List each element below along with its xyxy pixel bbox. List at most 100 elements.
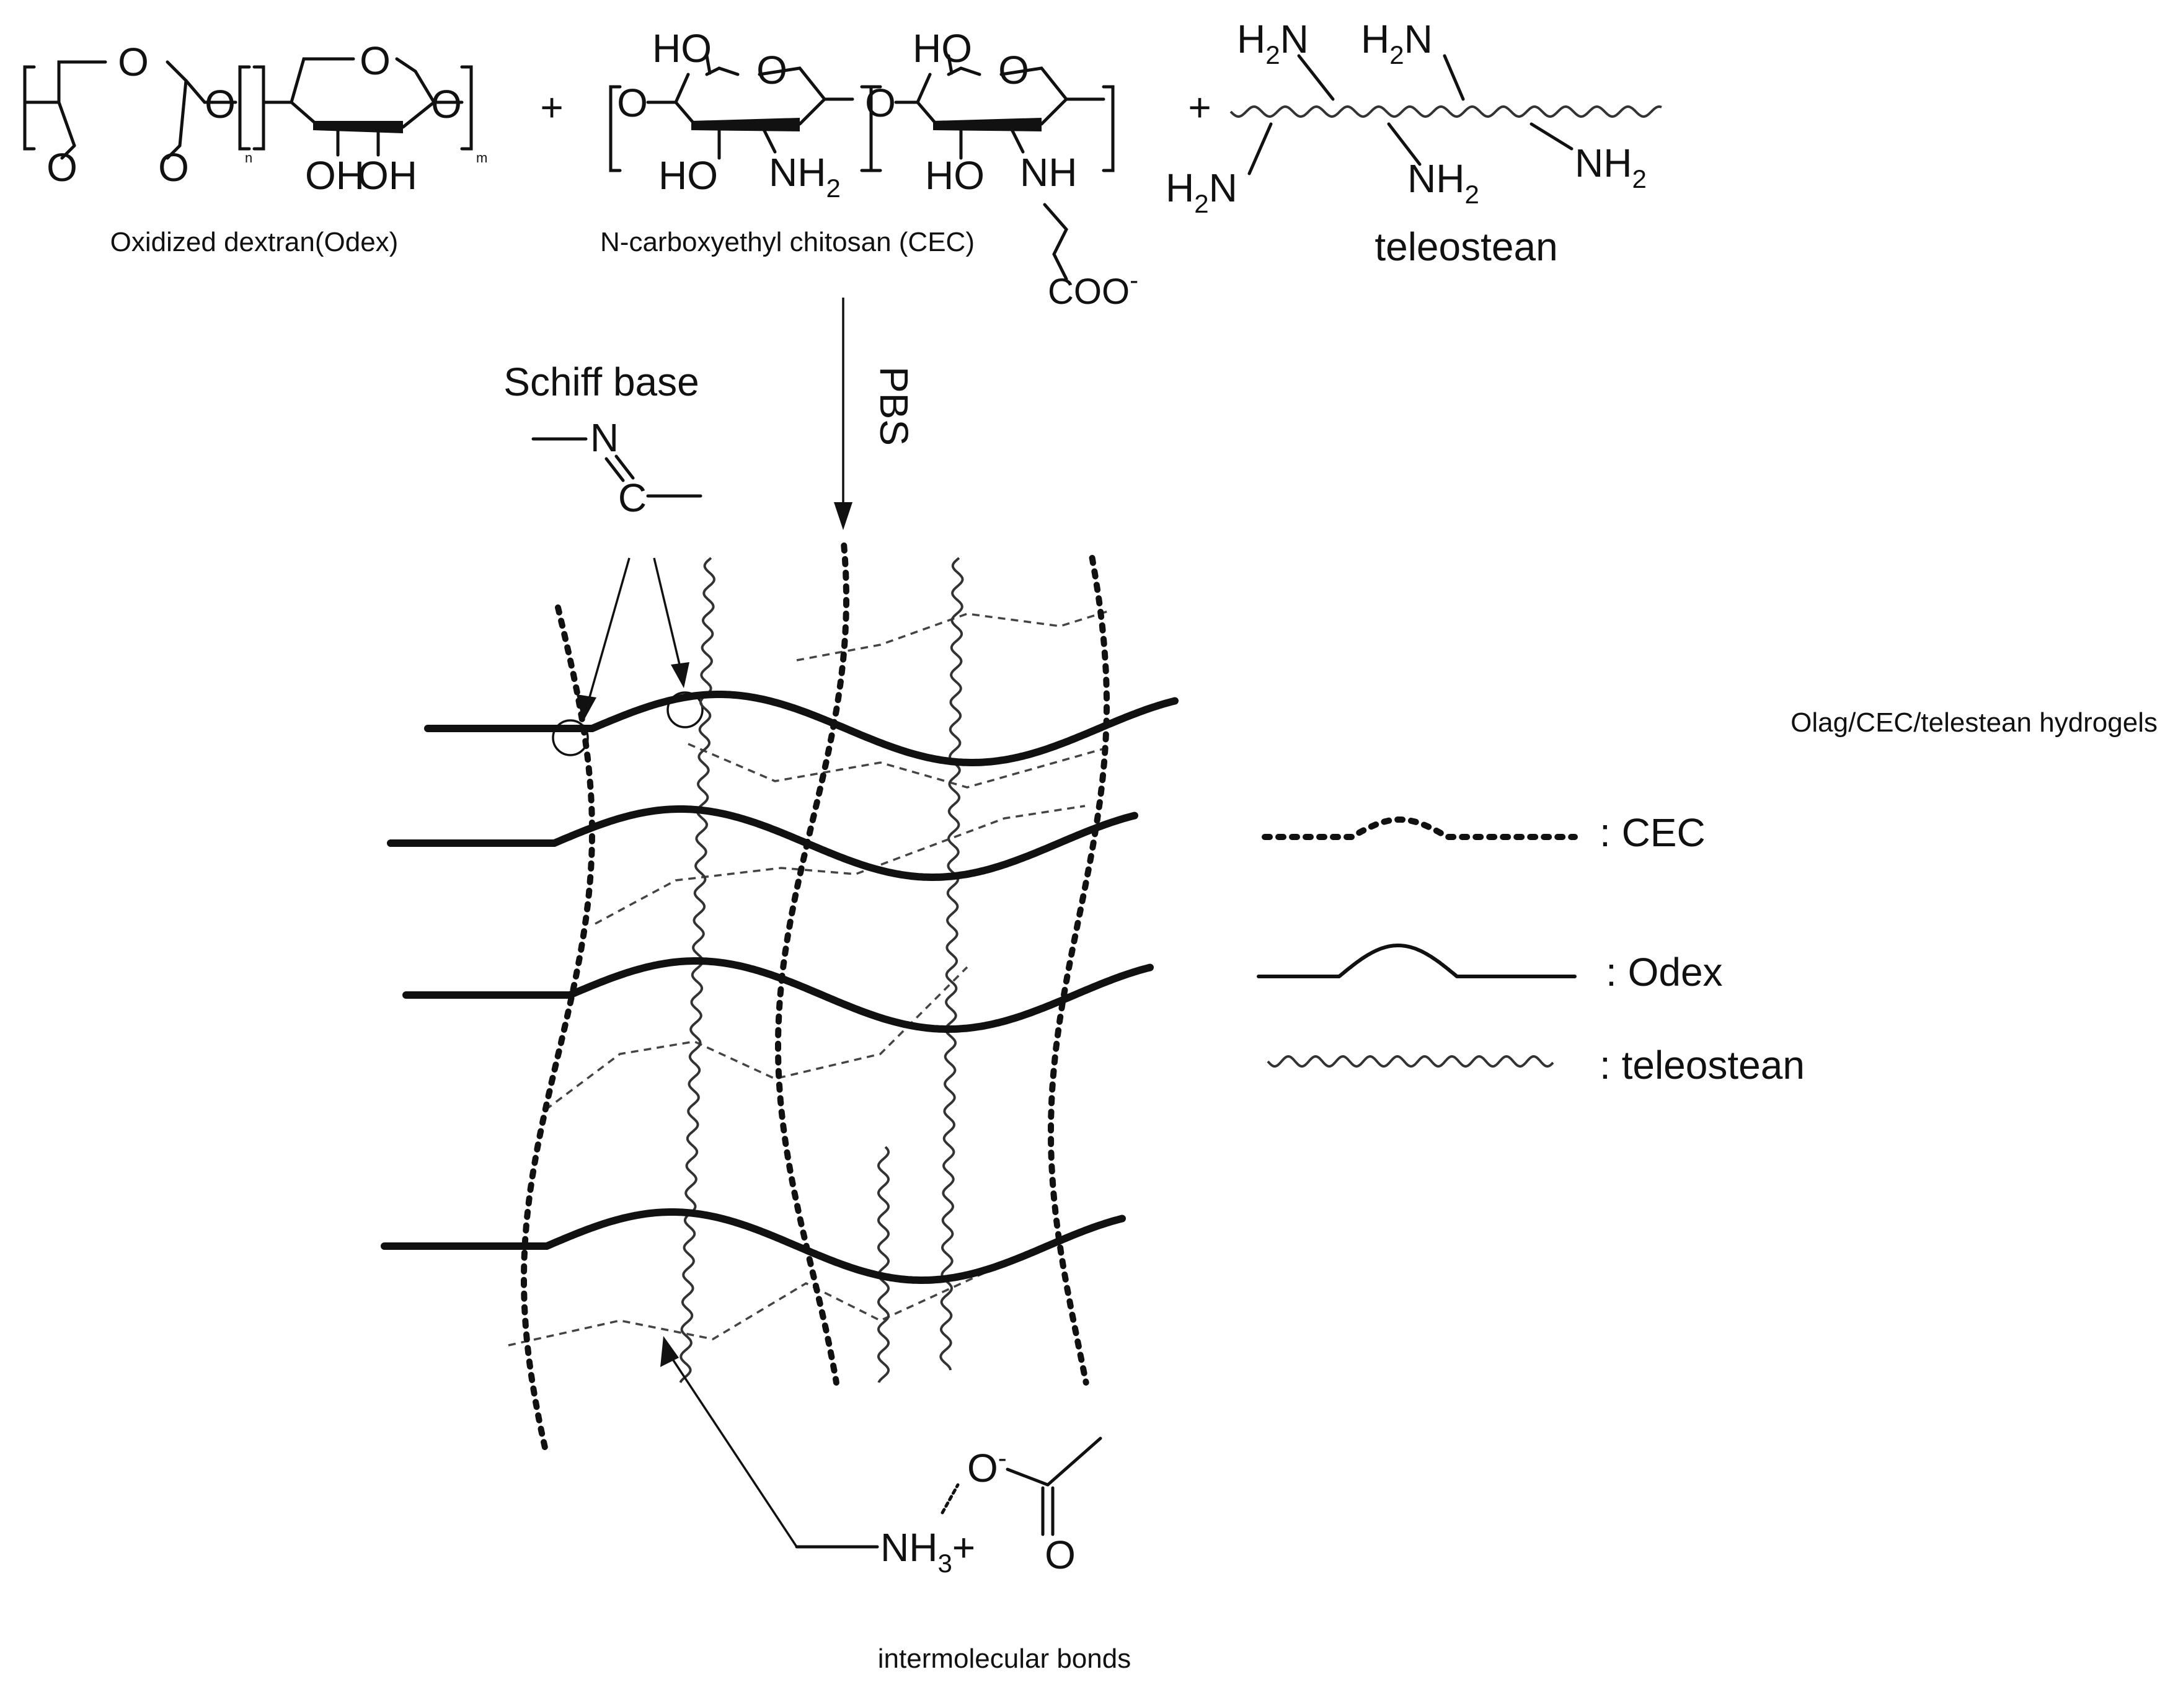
tele-a4-sub: 2	[1464, 180, 1479, 209]
tele-a4-nh: NH	[1407, 156, 1464, 201]
odex-ring-top-left	[262, 57, 355, 104]
tele-amine-2: H2N	[1361, 17, 1433, 69]
cec-ring2-right	[1040, 97, 1068, 126]
ionic-arrow-line	[668, 1354, 798, 1547]
odex-bond-3	[166, 60, 237, 104]
odex-bond-2	[57, 100, 76, 148]
odex-subscript-m: m	[476, 150, 487, 166]
odex-atom-oh1: OH	[305, 153, 365, 198]
plus-sign-1: +	[540, 85, 563, 130]
teleostean-name: teleostean	[1375, 224, 1557, 269]
cec-ring2-nh-bond	[1009, 125, 1025, 154]
teleostean-chain	[1229, 105, 1662, 118]
odex-aldehyde-1	[60, 144, 76, 160]
tele-a3-h: H	[1166, 166, 1194, 210]
odex-aldehyde-2	[166, 144, 182, 160]
cec-structure: O HO O HO NH2 O HO O HO NH COO- N-carbox…	[600, 26, 1138, 312]
tele-a1-h: H	[1237, 17, 1265, 61]
plus-sign-2: +	[1188, 85, 1211, 130]
ionic-nh-charge: +	[952, 1525, 975, 1570]
schiff-base-label: Schiff base	[503, 360, 699, 404]
tele-amine-5: NH2	[1575, 141, 1647, 193]
teleostean-chain-1	[679, 557, 715, 1383]
odex-ring-top-right	[395, 57, 464, 104]
cec-carboxylate: COO-	[1048, 265, 1138, 312]
tele-a2-sub: 2	[1389, 40, 1404, 69]
tele-a2-h: H	[1361, 17, 1389, 61]
intermolecular-bonds-label: intermolecular bonds	[878, 1644, 1131, 1674]
cec-name: N-carboxyethyl chitosan (CEC)	[600, 227, 975, 257]
odex-atom-o2: O	[46, 145, 77, 190]
network-title: Olag/CEC/telestean hydrogels	[1791, 707, 2158, 738]
odex-chain-2	[387, 805, 1138, 881]
schiff-base-annotation: Schiff base N C	[503, 360, 704, 756]
teleostean-structure: H2N H2N H2N NH2 NH2 teleostean	[1166, 17, 1662, 269]
tele-amine-1: H2N	[1237, 17, 1309, 69]
tele-bond-2	[1443, 54, 1465, 101]
hydrogel-network	[381, 542, 1179, 1454]
legend-teleostean-label: : teleostean	[1600, 1043, 1805, 1087]
cec-coo-charge: -	[1130, 265, 1138, 294]
schiff-arrow-1	[587, 557, 631, 704]
tele-a1-n: N	[1280, 17, 1309, 61]
pbs-label: PBS	[872, 366, 916, 446]
odex-chain-3	[402, 957, 1154, 1033]
cec-coo: COO	[1048, 272, 1130, 312]
tele-a5-nh: NH	[1575, 141, 1632, 185]
cec-atom-o1: O	[617, 81, 648, 125]
ionic-ammonium: NH3+	[880, 1525, 975, 1578]
cec-n1-n: N	[769, 150, 797, 195]
ionic-carbonyl-o: O	[1045, 1533, 1076, 1577]
odex-atom-o3: O	[158, 145, 189, 190]
pbs-arrowhead	[834, 502, 852, 530]
ionic-nh: NH	[880, 1525, 937, 1570]
tele-a5-sub: 2	[1632, 164, 1646, 193]
odex-chain-1	[424, 691, 1179, 766]
cec-carboxyethyl-chain	[1043, 203, 1068, 281]
odex-atom-o1: O	[118, 40, 149, 84]
cec-chain-2	[775, 542, 849, 1386]
odex-bond-1	[23, 60, 107, 104]
ionic-bond-annotation: NH3+ O- O intermolecular bonds	[660, 1336, 1131, 1674]
crosslink-circle-2	[666, 691, 704, 728]
crosslink-circle-1	[552, 719, 589, 756]
cec-atom-ho2: HO	[658, 153, 718, 198]
tele-bond-3	[1247, 122, 1273, 175]
tele-a1-sub: 2	[1265, 40, 1280, 69]
cec-ring2-left	[916, 100, 938, 126]
tele-bond-4	[1387, 122, 1422, 166]
cec-ring1-base	[691, 118, 800, 131]
odex-bracket-right	[460, 65, 473, 151]
odex-atom-o5: O	[360, 38, 391, 83]
cec-atom-ho3: HO	[913, 26, 972, 71]
odex-structure: O O O O O O OH OH n m Oxidized dextran(O…	[23, 38, 487, 257]
thin-connector-1	[796, 609, 1110, 662]
ionic-acetate-bond-2	[1046, 1436, 1102, 1487]
thin-connector-4	[544, 966, 968, 1111]
cec-atom-n1: NH2	[769, 150, 841, 203]
cec-atom-o4: O	[998, 48, 1029, 92]
ionic-nh-sub: 3	[937, 1549, 952, 1578]
legend-odex-swatch	[1257, 944, 1577, 978]
tele-bond-5	[1529, 122, 1574, 151]
cec-n1-h: H	[797, 150, 826, 195]
tele-amine-3: H2N	[1166, 166, 1237, 218]
cec-chain-1	[521, 604, 595, 1454]
odex-bracket-mid-2	[252, 65, 265, 151]
cec-ring1-right	[798, 97, 826, 126]
thin-connector-2	[688, 743, 1110, 789]
reaction-arrow: PBS	[834, 298, 916, 530]
odex-ring-left	[290, 100, 318, 126]
tele-amine-4: NH2	[1407, 156, 1479, 209]
cec-bracket-left	[609, 85, 622, 172]
tele-a3-sub: 2	[1194, 189, 1208, 218]
tele-bond-1	[1297, 54, 1335, 101]
odex-subscript-n: n	[245, 150, 252, 166]
ionic-o: O	[967, 1446, 998, 1490]
odex-atom-o6: O	[431, 82, 462, 126]
cec-atom-nh: NH	[1020, 150, 1077, 195]
cec-bracket-mid-2	[869, 85, 882, 172]
schiff-atom-n: N	[590, 415, 619, 460]
